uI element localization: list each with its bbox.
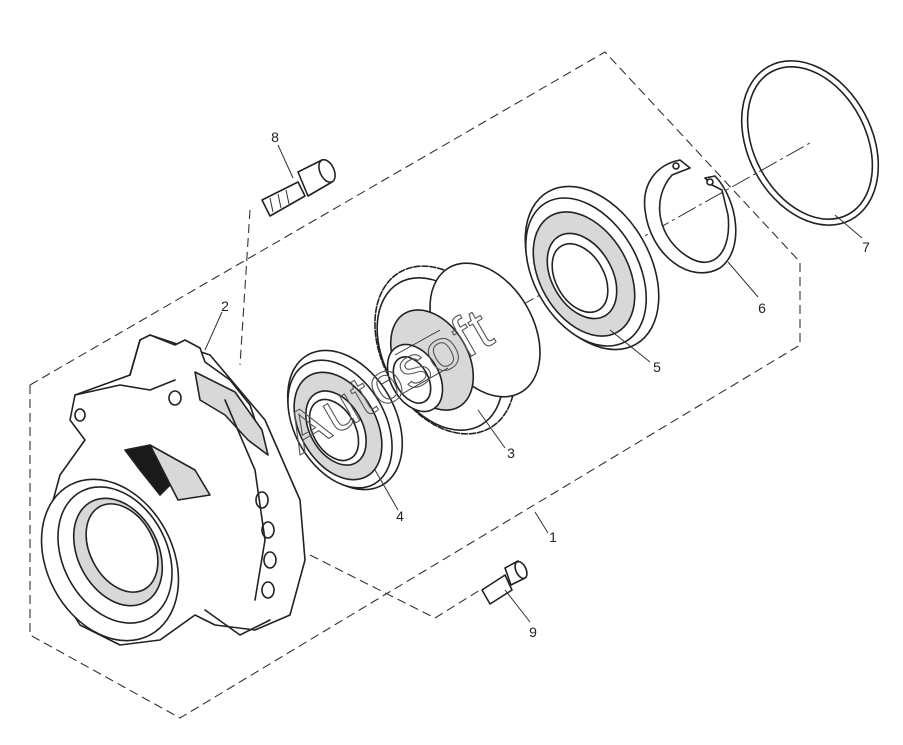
callout-7: 7 (862, 239, 870, 255)
screw-9-leader (309, 554, 481, 619)
circlip-6 (643, 159, 737, 274)
screw-8 (261, 158, 336, 217)
callout-6: 6 (758, 300, 766, 316)
o-ring-7 (740, 60, 880, 226)
callout-5: 5 (653, 359, 661, 375)
assembly-outline (29, 51, 801, 719)
callout-4: 4 (396, 508, 404, 524)
bearing-5 (524, 185, 660, 351)
callout-3: 3 (507, 445, 515, 461)
screw-9 (481, 560, 528, 605)
callout-8: 8 (271, 129, 279, 145)
screw-8-leader (239, 209, 251, 366)
housing-part (40, 334, 306, 646)
callout-9: 9 (529, 624, 537, 640)
gear-3 (374, 262, 541, 435)
bearing-4 (286, 349, 404, 491)
callout-1: 1 (549, 529, 557, 545)
callout-2: 2 (221, 298, 229, 314)
leader-lines (204, 144, 863, 623)
